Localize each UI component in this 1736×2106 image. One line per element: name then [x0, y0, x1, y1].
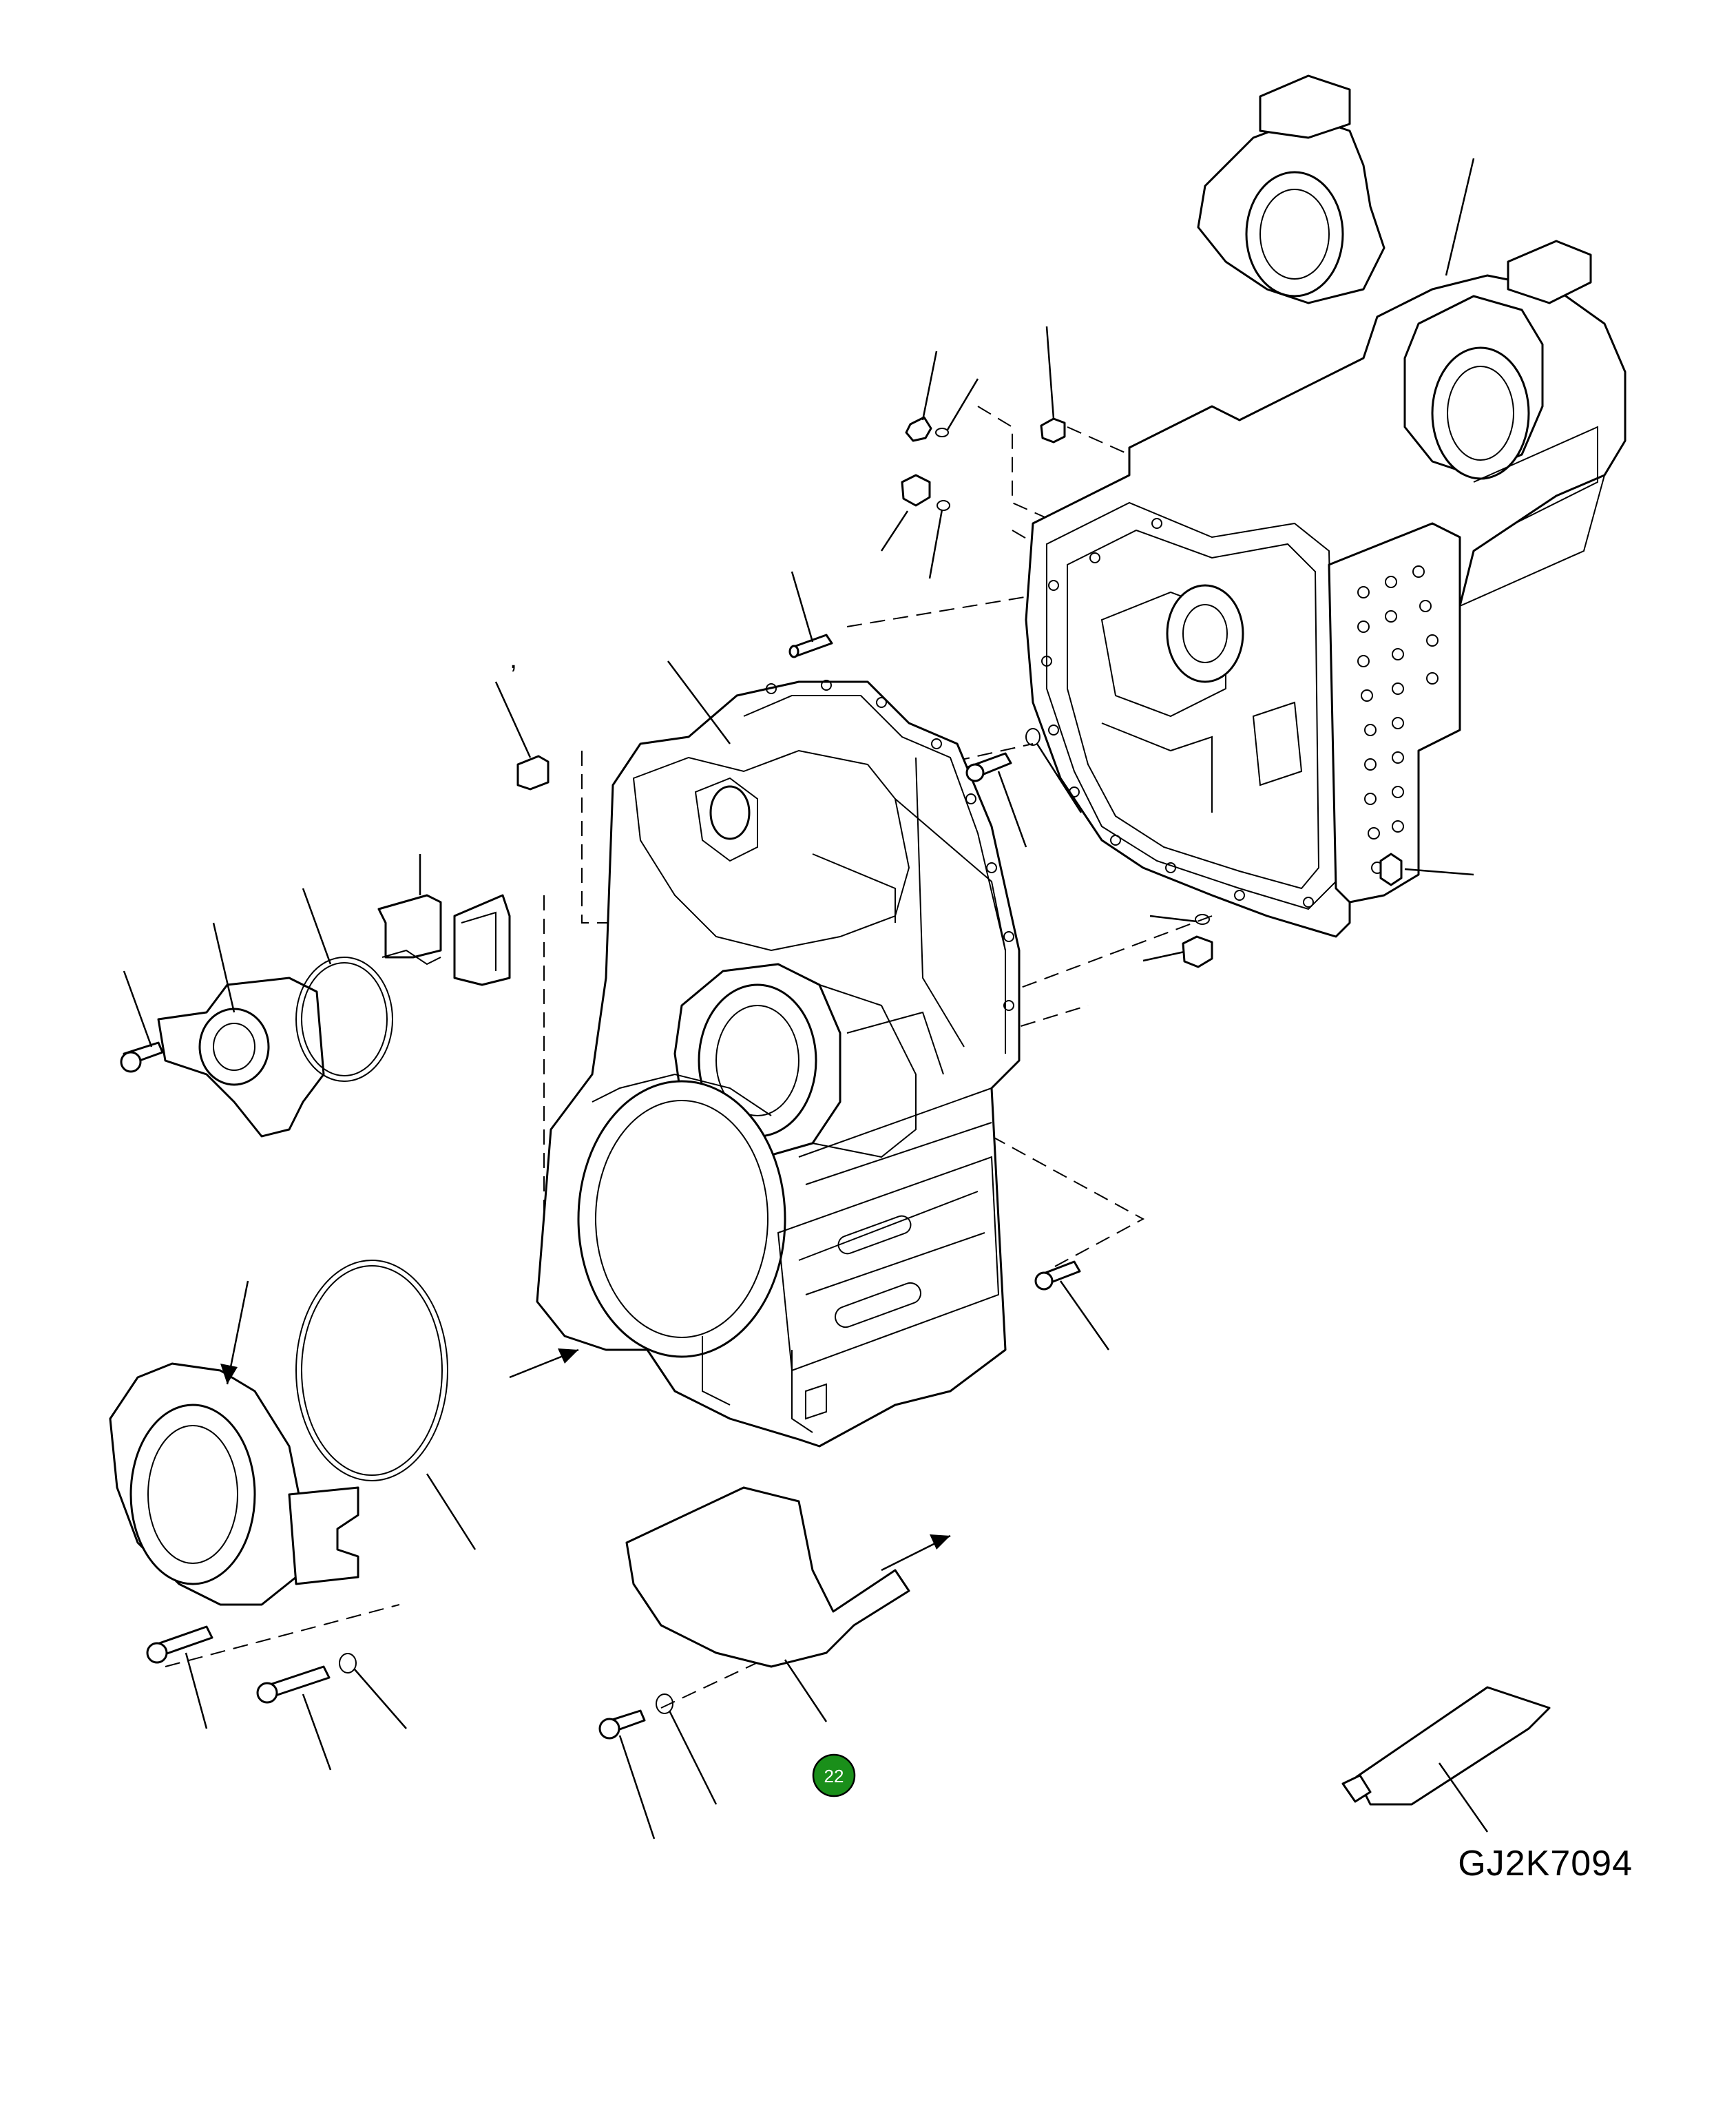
callout-badge-22[interactable]: 22 [812, 1753, 856, 1797]
front-transmission-case [536, 518, 1314, 1448]
rear-transmission-case [1025, 74, 1627, 938]
stray-mark: , [510, 644, 517, 674]
cover-and-tube [598, 1486, 1551, 1806]
pto-cover-group [120, 854, 511, 1138]
small-parts-upper [516, 416, 1403, 1291]
flange-adapter-group [109, 1260, 448, 1704]
drawing-code: GJ2K7094 [1458, 1844, 1633, 1884]
leader-lines [123, 158, 1489, 1839]
direction-arrows [220, 1280, 951, 1572]
callout-label: 22 [824, 1766, 844, 1786]
